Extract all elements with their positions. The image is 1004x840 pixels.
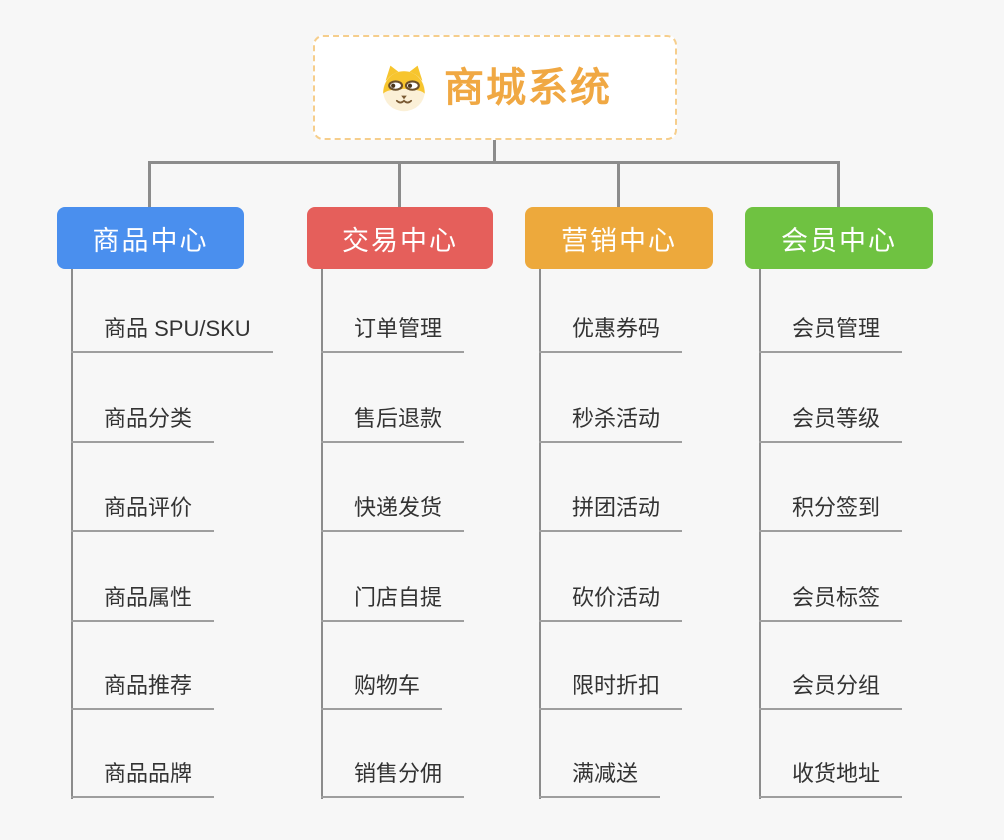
child-node-shipping-address[interactable]: 收货地址 bbox=[759, 760, 903, 798]
child-node-product-category[interactable]: 商品分类 bbox=[71, 405, 215, 443]
child-node-full-reduction[interactable]: 满减送 bbox=[539, 760, 661, 798]
branch-box-marketing-center[interactable]: 营销中心 bbox=[525, 207, 713, 269]
child-node-points-checkin[interactable]: 积分签到 bbox=[759, 494, 903, 532]
connector-horizontal bbox=[148, 161, 840, 164]
connector-drop-trade bbox=[398, 161, 401, 207]
branch-box-trade-center[interactable]: 交易中心 bbox=[307, 207, 493, 269]
connector-drop-member bbox=[837, 161, 840, 207]
child-node-product-attribute[interactable]: 商品属性 bbox=[71, 584, 215, 622]
spine-member bbox=[759, 269, 761, 799]
child-node-bargain-activity[interactable]: 砍价活动 bbox=[539, 584, 683, 622]
child-node-shopping-cart[interactable]: 购物车 bbox=[321, 672, 443, 710]
branch-box-member-center[interactable]: 会员中心 bbox=[745, 207, 933, 269]
child-node-group-buy[interactable]: 拼团活动 bbox=[539, 494, 683, 532]
child-node-sales-commission[interactable]: 销售分佣 bbox=[321, 760, 465, 798]
root-label: 商城系统 bbox=[444, 65, 612, 110]
connector-drop-marketing bbox=[617, 161, 620, 207]
connector-root-drop bbox=[493, 140, 496, 163]
child-node-member-group[interactable]: 会员分组 bbox=[759, 672, 903, 710]
child-node-order-management[interactable]: 订单管理 bbox=[321, 315, 465, 353]
child-node-product-recommend[interactable]: 商品推荐 bbox=[71, 672, 215, 710]
child-node-product-review[interactable]: 商品评价 bbox=[71, 494, 215, 532]
shiba-dog-icon bbox=[378, 64, 430, 112]
child-node-member-tag[interactable]: 会员标签 bbox=[759, 584, 903, 622]
child-node-express-shipping[interactable]: 快递发货 bbox=[321, 494, 465, 532]
spine-trade bbox=[321, 269, 323, 799]
connector-drop-product bbox=[148, 161, 151, 207]
spine-marketing bbox=[539, 269, 541, 799]
child-node-member-level[interactable]: 会员等级 bbox=[759, 405, 903, 443]
child-node-product-brand[interactable]: 商品品牌 bbox=[71, 760, 215, 798]
spine-product bbox=[71, 269, 73, 799]
branch-box-product-center[interactable]: 商品中心 bbox=[57, 207, 244, 269]
child-node-store-pickup[interactable]: 门店自提 bbox=[321, 584, 465, 622]
child-node-coupon-code[interactable]: 优惠券码 bbox=[539, 315, 683, 353]
child-node-member-management[interactable]: 会员管理 bbox=[759, 315, 903, 353]
child-node-aftersale-refund[interactable]: 售后退款 bbox=[321, 405, 465, 443]
child-node-limited-discount[interactable]: 限时折扣 bbox=[539, 672, 683, 710]
root-node[interactable]: 商城系统 bbox=[313, 35, 677, 140]
child-node-flash-sale[interactable]: 秒杀活动 bbox=[539, 405, 683, 443]
child-node-product-spu-sku[interactable]: 商品 SPU/SKU bbox=[71, 315, 273, 353]
